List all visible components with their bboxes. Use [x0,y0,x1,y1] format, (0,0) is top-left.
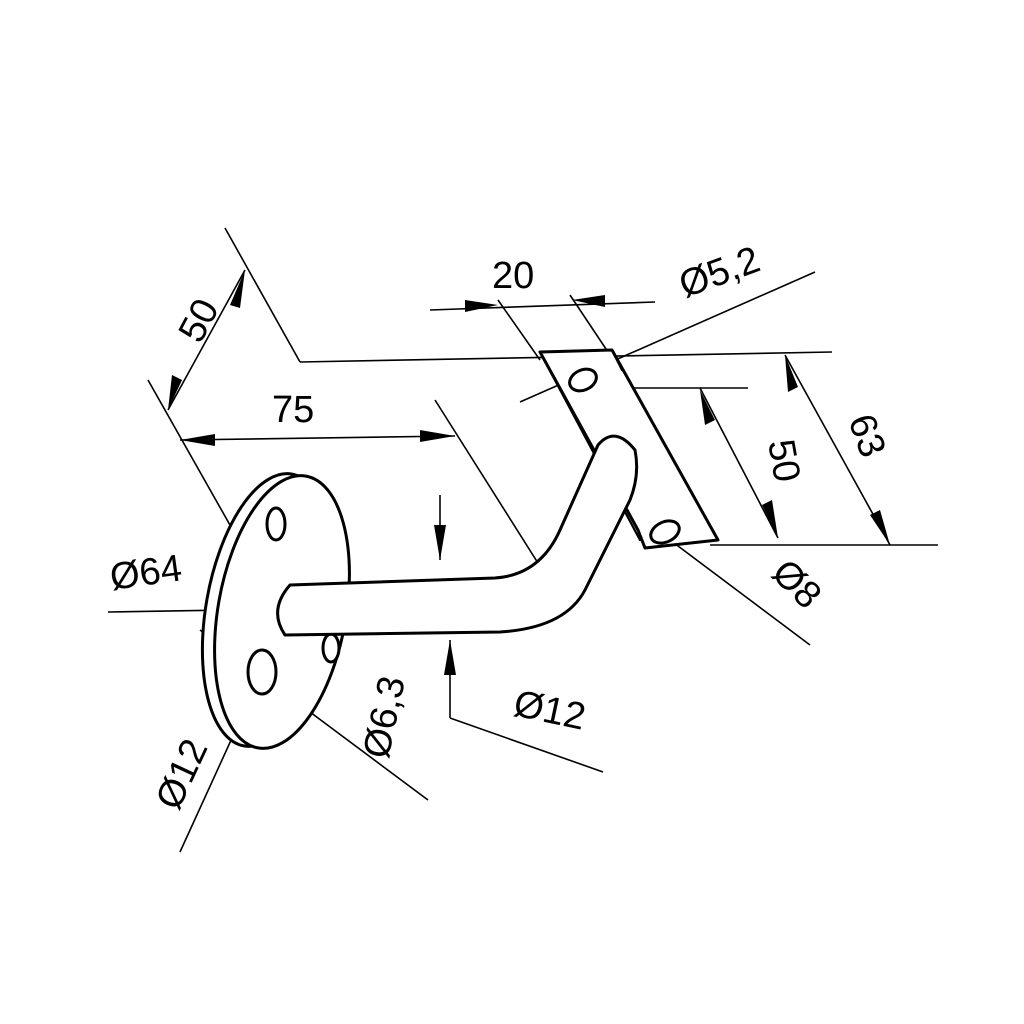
arrowheads [168,270,890,675]
label-plate-width: 20 [492,255,534,297]
label-projection-length: 75 [272,389,314,431]
label-plate-height-total: 63 [840,409,894,463]
label-wall-offset: 50 [171,292,228,349]
label-rosette-hole-inner: Ø6,3 [356,673,414,762]
label-rosette-diameter: Ø64 [107,547,184,599]
support-rod [276,434,639,637]
label-plate-hole-diameter: Ø5,2 [674,239,766,307]
label-rod-diameter: Ø12 [510,683,589,739]
label-rosette-hole-outer: Ø12 [148,733,216,816]
label-plate-hole-large-diameter: Ø8 [764,552,830,618]
label-plate-hole-spacing: 50 [759,436,808,485]
